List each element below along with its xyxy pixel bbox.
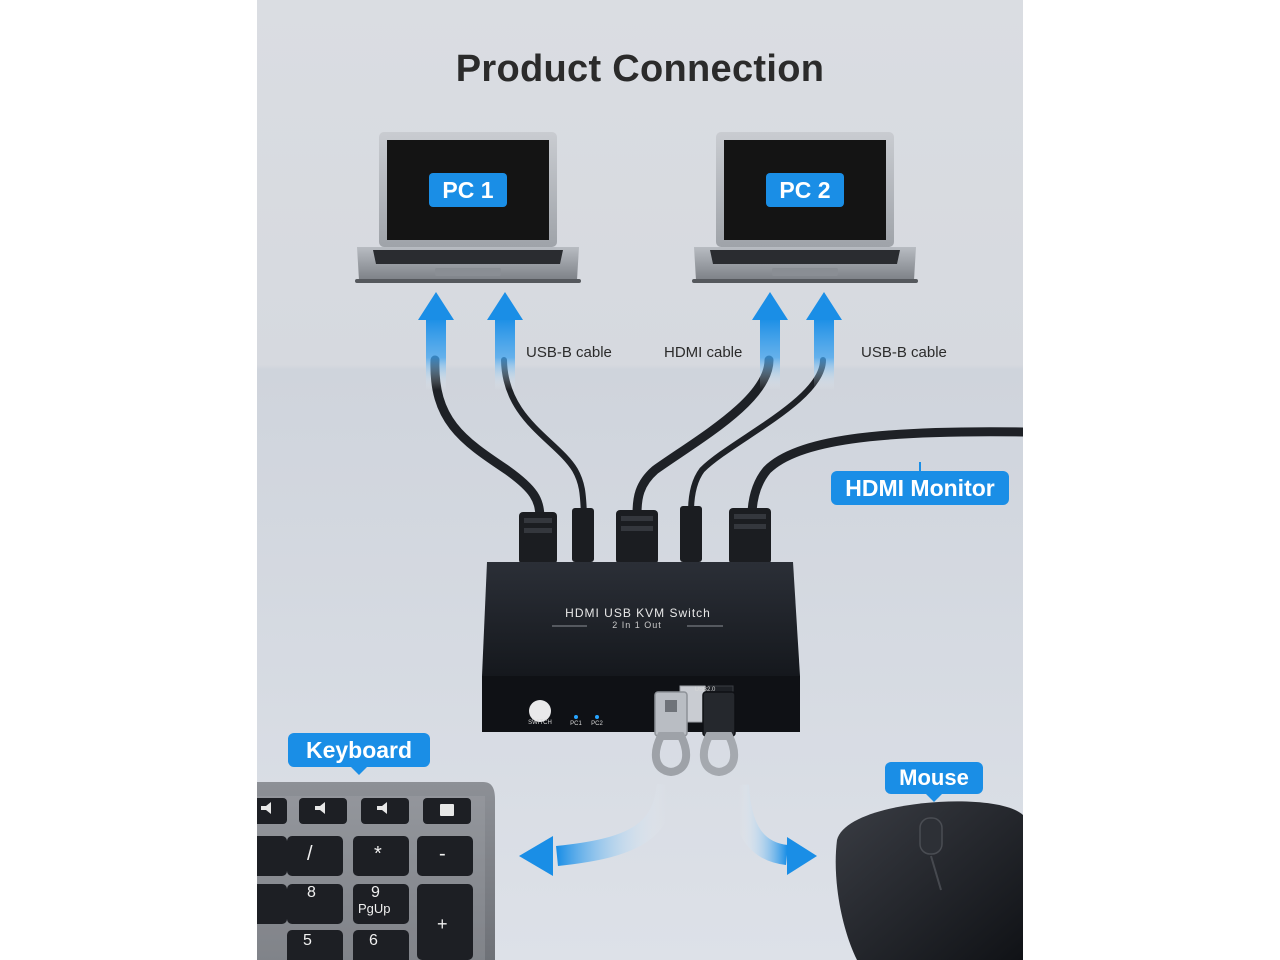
usb-plugs	[651, 691, 739, 777]
cable-label-usb-b-2: USB-B cable	[861, 344, 947, 361]
device-name: HDMI USB KVM Switch	[565, 606, 711, 620]
key-8: 8	[307, 884, 316, 901]
key-pgup: PgUp	[358, 901, 391, 916]
cables	[430, 355, 1023, 521]
hdmi-monitor-label: HDMI Monitor	[831, 462, 1009, 505]
led-label-pc2: PC2	[591, 721, 603, 727]
key-9: 9	[371, 884, 380, 901]
usb-port-label: USB2.0	[694, 687, 716, 693]
device-subtitle: 2 In 1 Out	[612, 620, 662, 630]
kvm-switch-device	[482, 562, 800, 732]
laptop-pc1	[355, 132, 581, 283]
arrow-up-3	[752, 292, 788, 390]
scene	[257, 132, 1023, 960]
cable-label-hdmi: HDMI cable	[664, 344, 743, 361]
key-asterisk: *	[374, 843, 382, 865]
hdmi-monitor-text: HDMI Monitor	[845, 475, 995, 501]
page-title: Product Connection	[455, 48, 825, 90]
keyboard	[257, 782, 495, 960]
mouse	[835, 801, 1023, 960]
switch-button[interactable]	[529, 700, 551, 722]
cable-connectors	[519, 506, 771, 564]
down-arrows	[519, 783, 817, 876]
mouse-label: Mouse	[885, 762, 983, 802]
cable-label-usb-b-1: USB-B cable	[526, 344, 612, 361]
pc1-label: PC 1	[429, 173, 507, 207]
product-connection-diagram: Product Connection PC 1 PC 2 USB-B cable…	[257, 0, 1023, 960]
key-plus: +	[437, 914, 448, 934]
keyboard-label: Keyboard	[288, 733, 430, 775]
pc2-label: PC 2	[766, 173, 844, 207]
laptop-pc2	[692, 132, 918, 283]
up-arrows	[418, 292, 842, 390]
switch-label: SWITCH	[528, 720, 552, 726]
led-label-pc1: PC1	[570, 721, 582, 727]
keyboard-text: Keyboard	[305, 737, 413, 763]
arrow-up-2	[487, 292, 523, 390]
key-slash: /	[307, 843, 313, 865]
key-6: 6	[369, 932, 378, 949]
key-minus: -	[439, 843, 446, 865]
mouse-text: Mouse	[899, 765, 969, 790]
key-5: 5	[303, 932, 312, 949]
arrow-up-1	[418, 292, 454, 390]
arrow-up-4	[806, 292, 842, 390]
